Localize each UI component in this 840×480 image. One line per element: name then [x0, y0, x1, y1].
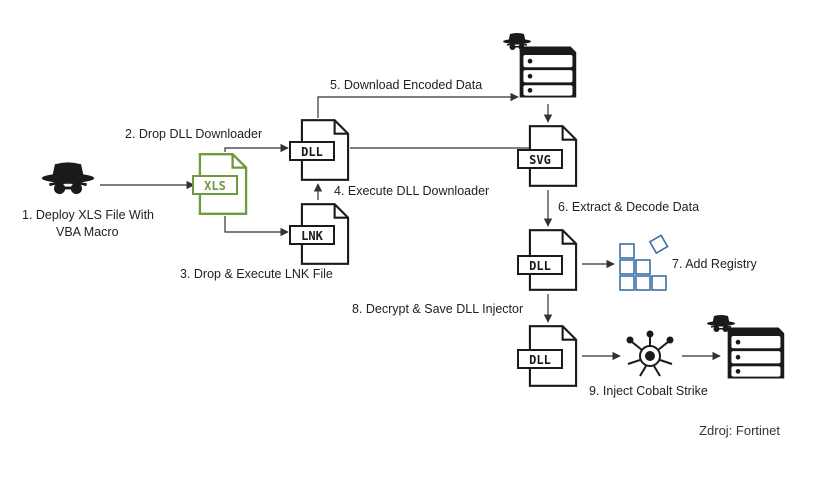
svg-tag: SVG [529, 153, 551, 167]
step7-label: 7. Add Registry [672, 257, 758, 271]
source-credit: Zdroj: Fortinet [699, 423, 780, 438]
hacker-icon [40, 160, 96, 196]
step4-label: 4. Execute DLL Downloader [334, 184, 489, 198]
step6-label: 6. Extract & Decode Data [558, 200, 699, 214]
step8-label: 8. Decrypt & Save DLL Injector [352, 302, 523, 316]
step9-label: 9. Inject Cobalt Strike [589, 384, 708, 398]
dll-injector-tag: DLL [529, 353, 551, 367]
step1-label-line1: 1. Deploy XLS File With [22, 208, 154, 222]
dll-decoded-tag: DLL [529, 259, 551, 273]
xls-tag: XLS [204, 179, 226, 193]
arrow-drop-dll [224, 143, 289, 153]
registry-icon [619, 234, 669, 291]
step5-label: 5. Download Encoded Data [330, 78, 482, 92]
step1-label-line2: VBA Macro [56, 225, 119, 239]
dll-downloader-tag: DLL [301, 145, 323, 159]
lnk-tag: LNK [301, 229, 323, 243]
step3-label: 3. Drop & Execute LNK File [180, 267, 333, 281]
virus-icon [626, 330, 674, 377]
arrow-drop-lnk [224, 216, 289, 237]
server-icon [727, 327, 785, 379]
step2-label: 2. Drop DLL Downloader [125, 127, 262, 141]
arrow-download-data [317, 92, 519, 118]
server-icon [519, 46, 577, 98]
